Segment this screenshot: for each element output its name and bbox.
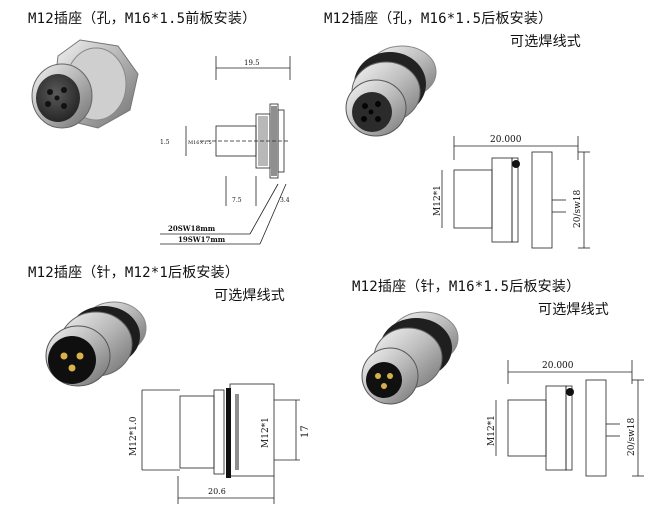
- panel-3-dim-right: 17: [300, 425, 311, 438]
- panel-2-subtitle: 可选焊线式: [510, 34, 581, 50]
- panel-1-drawing: 19.5 1.5 M16×1.5 7.5 3.4 20SW18mm 19SW17…: [160, 56, 291, 245]
- panel-3-dim-bottom: 20.6: [208, 487, 226, 496]
- panel-1-dim-left-a: 1.5: [160, 139, 170, 146]
- panel-3-dim-left: M12*1.0: [129, 416, 139, 456]
- panel-2-drawing: 20.000 M12*1 20/sw18: [433, 135, 590, 249]
- panel-4-drawing: 20.000 M12*1 20/sw18: [487, 360, 644, 477]
- panel-1-dim-small-a: 7.5: [232, 197, 242, 204]
- panel-1-dim-length: 19.5: [244, 59, 260, 67]
- panel-3-dim-middle: M12*1: [261, 417, 271, 448]
- panel-3-subtitle: 可选焊线式: [214, 288, 285, 304]
- panel-4-dim-left: M12*1: [487, 415, 497, 446]
- panel-2-title: M12插座（孔，M16*1.5后板安装）: [324, 11, 553, 27]
- panel-4-product-photo: [361, 311, 459, 405]
- panel-3-product-photo: [45, 301, 147, 387]
- panel-1-dim-left-b: M16×1.5: [188, 140, 212, 146]
- panel-2-dim-right: 20/sw18: [573, 189, 583, 228]
- panel-2-product-photo: [345, 45, 437, 137]
- panel-1-dim-small-b: 3.4: [280, 197, 290, 204]
- panel-4-title: M12插座（针，M16*1.5后板安装）: [352, 279, 581, 295]
- panel-4-subtitle: 可选焊线式: [538, 302, 609, 318]
- panel-3-drawing: M12*1.0 M12*1 17 20.6: [129, 383, 311, 504]
- panel-1-dim-sw2: 19SW17mm: [178, 235, 226, 244]
- panel-2-dim-length: 20.000: [490, 135, 522, 145]
- panel-1-dim-sw1: 20SW18mm: [168, 224, 216, 233]
- panel-4-dim-right: 20/sw18: [627, 417, 637, 456]
- panel-4-dim-length: 20.000: [542, 361, 574, 371]
- panel-2-dim-left: M12*1: [433, 185, 443, 216]
- panel-1-product-photo: [31, 39, 139, 129]
- panel-3-title: M12插座（针，M12*1后板安装）: [28, 265, 240, 281]
- panel-1-title: M12插座（孔，M16*1.5前板安装）: [28, 11, 257, 27]
